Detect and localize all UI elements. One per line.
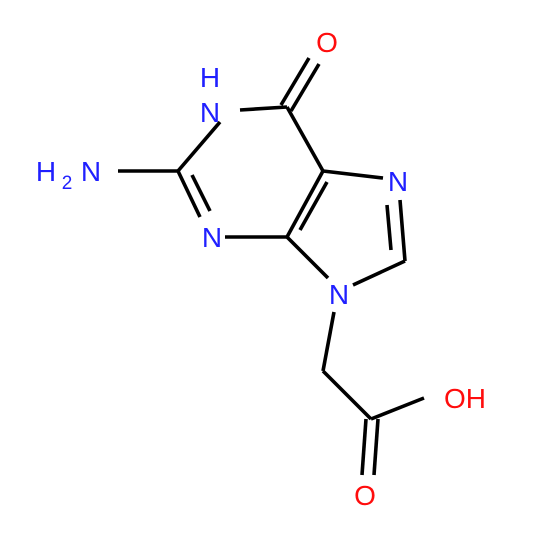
atom-nh2-subscript: 2 bbox=[62, 173, 73, 194]
atom-n7: N bbox=[388, 166, 408, 197]
atom-o6: O bbox=[316, 27, 338, 58]
bond-n1-c2 bbox=[176, 120, 222, 173]
bond-c6-n1 bbox=[239, 105, 288, 112]
atom-label-layer: O H N H 2 N N N N OH O bbox=[36, 27, 486, 511]
bond-c5-c6 bbox=[285, 106, 325, 172]
bond-layer bbox=[118, 57, 425, 476]
bond-n9-c4 bbox=[285, 235, 330, 280]
bond-c2-n3 bbox=[176, 170, 202, 218]
bond-c5-n7 bbox=[322, 169, 384, 180]
atom-n9: N bbox=[329, 279, 349, 310]
bond-n7-c8 bbox=[398, 199, 407, 262]
bond-ch2-cacid bbox=[321, 369, 373, 421]
bond-c6-o-double-a bbox=[279, 57, 311, 106]
atom-n1: N bbox=[200, 97, 220, 128]
bond-n9-ch2 bbox=[321, 311, 336, 372]
bond-c4-c5 bbox=[285, 170, 325, 238]
atom-o-acid: O bbox=[354, 480, 376, 511]
atom-oh: OH bbox=[444, 383, 486, 414]
atom-nh2-h: H bbox=[36, 156, 56, 187]
atom-n1-h: H bbox=[200, 62, 220, 93]
bond-cacid-o-b bbox=[372, 418, 380, 476]
bond-cacid-o-a bbox=[360, 418, 368, 476]
bond-cacid-oh bbox=[370, 396, 425, 421]
bond-n7-c8-inner bbox=[385, 204, 393, 251]
atom-nh2-n: N bbox=[81, 156, 101, 187]
atom-n3: N bbox=[202, 222, 222, 253]
bond-c6-o-double-b bbox=[289, 63, 321, 112]
bond-c2-n3-inner bbox=[190, 174, 212, 212]
bond-c8-n9 bbox=[352, 259, 406, 287]
bond-c4-c5-inner bbox=[298, 181, 329, 231]
